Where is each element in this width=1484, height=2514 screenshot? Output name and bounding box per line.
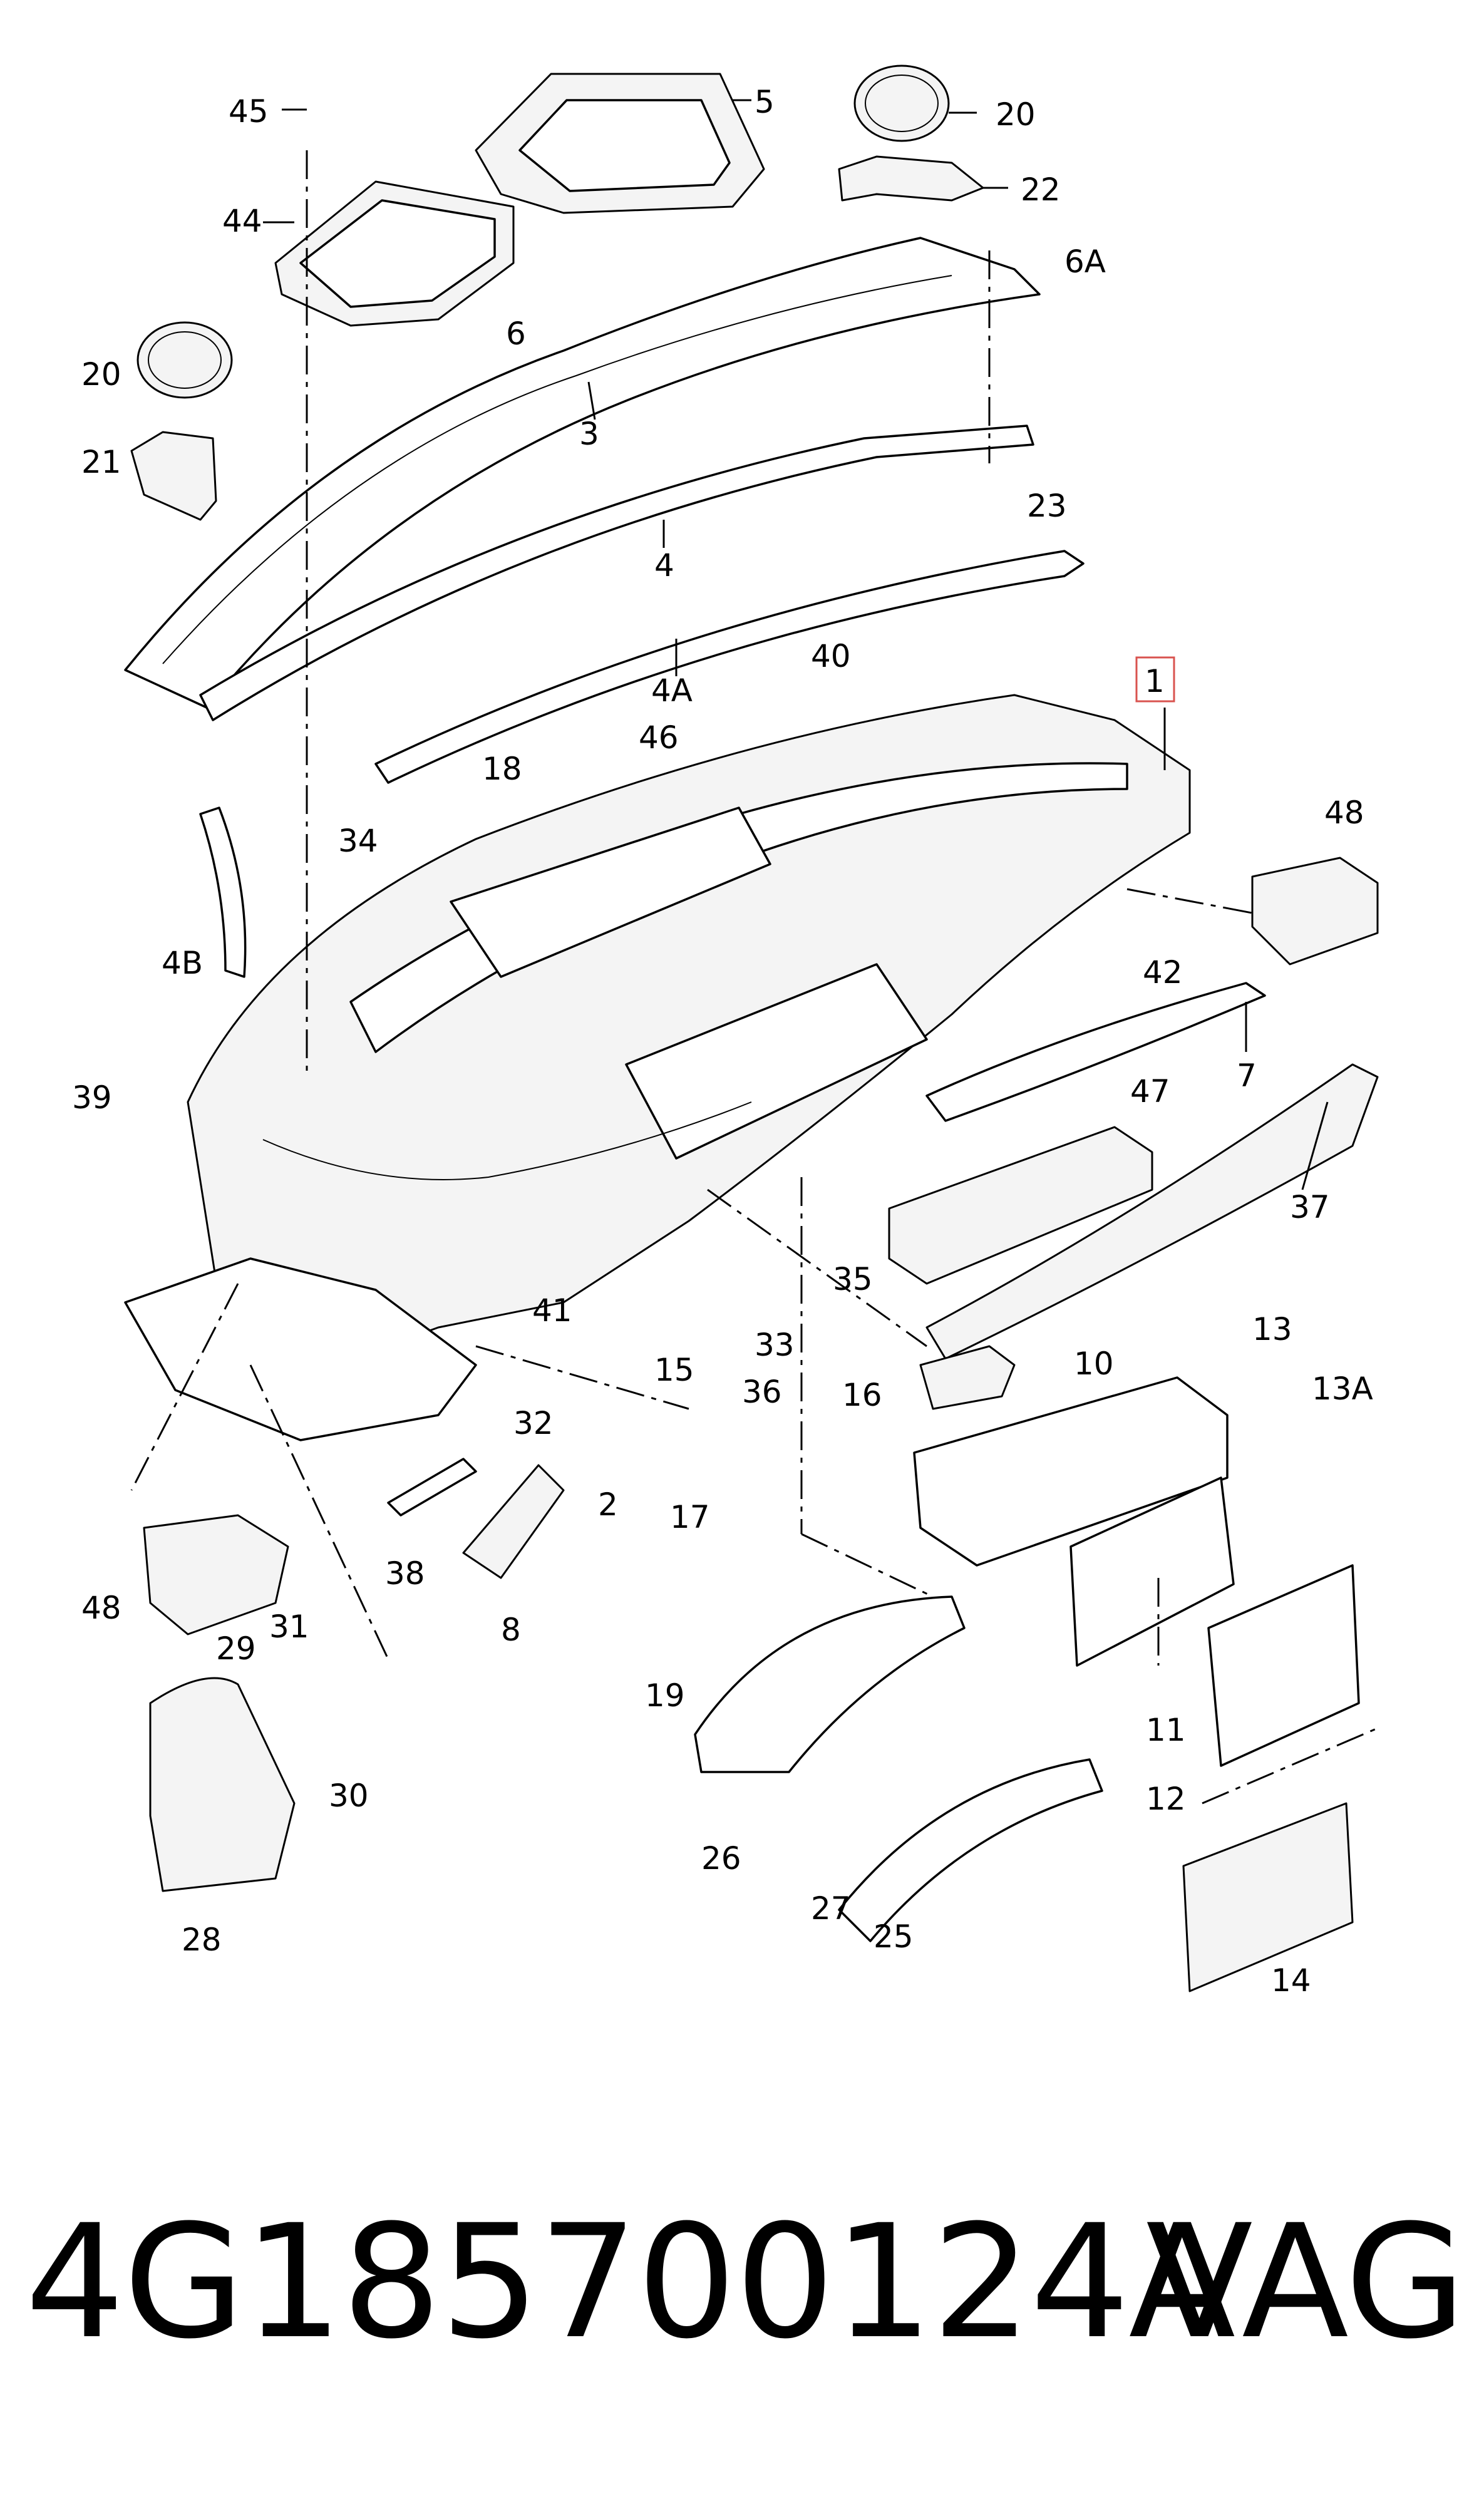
part-trim-37 bbox=[925, 1063, 1379, 1360]
callout-4B: 4B bbox=[162, 945, 203, 981]
part-storage-8 bbox=[462, 1464, 565, 1579]
part-cluster-19 bbox=[694, 1595, 966, 1773]
callout-42: 42 bbox=[1143, 954, 1183, 991]
callout-35: 35 bbox=[833, 1261, 873, 1297]
callout-12: 12 bbox=[1146, 1781, 1186, 1817]
callout-21: 21 bbox=[81, 444, 121, 480]
callout-13A: 13A bbox=[1312, 1371, 1373, 1407]
part-strip-4A bbox=[374, 550, 1085, 784]
callout-11: 11 bbox=[1146, 1712, 1186, 1748]
part-16 bbox=[919, 1345, 1016, 1410]
callout-25: 25 bbox=[873, 1919, 914, 1955]
part-display-cover bbox=[475, 73, 765, 214]
callout-44: 44 bbox=[222, 203, 262, 239]
callout-8: 8 bbox=[501, 1612, 521, 1648]
callout-45: 45 bbox=[229, 93, 269, 130]
callout-26: 26 bbox=[701, 1840, 741, 1877]
part-number: 4G185700124A bbox=[25, 2191, 1235, 2373]
part-trim-7 bbox=[925, 982, 1266, 1122]
callout-29: 29 bbox=[216, 1630, 256, 1667]
part-panel-14 bbox=[1182, 1802, 1354, 1992]
callout-2: 2 bbox=[598, 1486, 618, 1523]
part-speaker-grill-20b bbox=[137, 321, 233, 399]
part-speaker-grill-20a bbox=[853, 64, 950, 142]
callout-20b: 20 bbox=[81, 356, 121, 393]
part-trim-22 bbox=[838, 155, 984, 202]
part-screen-12 bbox=[1207, 1564, 1360, 1767]
callout-13: 13 bbox=[1252, 1311, 1292, 1347]
callout-41: 41 bbox=[532, 1292, 572, 1329]
callout-30: 30 bbox=[329, 1778, 369, 1814]
part-bracket-10 bbox=[913, 1376, 1229, 1567]
callout-1-box bbox=[1135, 656, 1175, 703]
exploded-parts-diagram: 1 2 3 4 4A 4B 5 6 6A 7 8 10 11 12 13 13A… bbox=[72, 64, 1379, 1999]
callout-20a: 20 bbox=[996, 96, 1036, 133]
callout-10: 10 bbox=[1074, 1346, 1114, 1382]
callout-34: 34 bbox=[338, 823, 378, 859]
callout-39: 39 bbox=[72, 1079, 112, 1116]
callout-22: 22 bbox=[1021, 172, 1061, 208]
callout-3: 3 bbox=[579, 416, 599, 452]
part-frame-11 bbox=[1069, 1476, 1235, 1667]
callout-5: 5 bbox=[755, 84, 775, 120]
callout-28: 28 bbox=[182, 1922, 222, 1958]
callout-1: 1 bbox=[1145, 663, 1165, 699]
assembly-lines bbox=[130, 150, 1378, 1805]
callout-33: 33 bbox=[755, 1327, 795, 1363]
callout-18: 18 bbox=[482, 751, 522, 787]
leader-lines bbox=[263, 99, 1329, 1190]
callout-14: 14 bbox=[1271, 1962, 1311, 1999]
part-upper-panel-3 bbox=[124, 237, 1041, 709]
callout-48b: 48 bbox=[81, 1590, 121, 1626]
part-lower-frame bbox=[124, 1257, 477, 1441]
callout-19: 19 bbox=[645, 1677, 685, 1714]
part-trim-21 bbox=[130, 431, 217, 521]
callout-4A: 4A bbox=[651, 672, 693, 709]
callout-16: 16 bbox=[842, 1377, 882, 1413]
brand-name: VAG bbox=[1146, 2191, 1466, 2373]
callout-27: 27 bbox=[811, 1890, 851, 1927]
callout-15: 15 bbox=[654, 1352, 694, 1388]
part-side-vent-48a bbox=[1251, 857, 1379, 966]
part-vent-47 bbox=[888, 1126, 1153, 1285]
callout-6: 6 bbox=[506, 316, 526, 352]
callout-47: 47 bbox=[1130, 1073, 1170, 1110]
part-rail-38 bbox=[387, 1458, 477, 1517]
part-strip-4 bbox=[199, 425, 1034, 721]
callout-32: 32 bbox=[513, 1405, 554, 1441]
part-module-44 bbox=[274, 180, 515, 327]
callout-31: 31 bbox=[269, 1609, 309, 1645]
callout-37: 37 bbox=[1290, 1189, 1330, 1225]
part-strip-4B bbox=[199, 806, 247, 978]
callout-6A: 6A bbox=[1064, 244, 1106, 280]
footer: 4G185700124A VAG bbox=[0, 2179, 1484, 2386]
callout-48a: 48 bbox=[1324, 795, 1364, 831]
callout-7: 7 bbox=[1237, 1058, 1257, 1094]
callout-4: 4 bbox=[654, 547, 674, 584]
callout-23: 23 bbox=[1027, 488, 1067, 524]
part-side-vent-48b bbox=[143, 1514, 289, 1636]
part-dashboard-1 bbox=[187, 694, 1191, 1379]
callout-17: 17 bbox=[670, 1499, 710, 1535]
callout-36: 36 bbox=[742, 1374, 782, 1410]
callout-40: 40 bbox=[811, 638, 851, 674]
callout-46: 46 bbox=[639, 719, 679, 756]
part-cover-28 bbox=[149, 1677, 296, 1892]
callout-38: 38 bbox=[385, 1555, 425, 1592]
part-cluster-trim-25 bbox=[838, 1758, 1103, 1942]
